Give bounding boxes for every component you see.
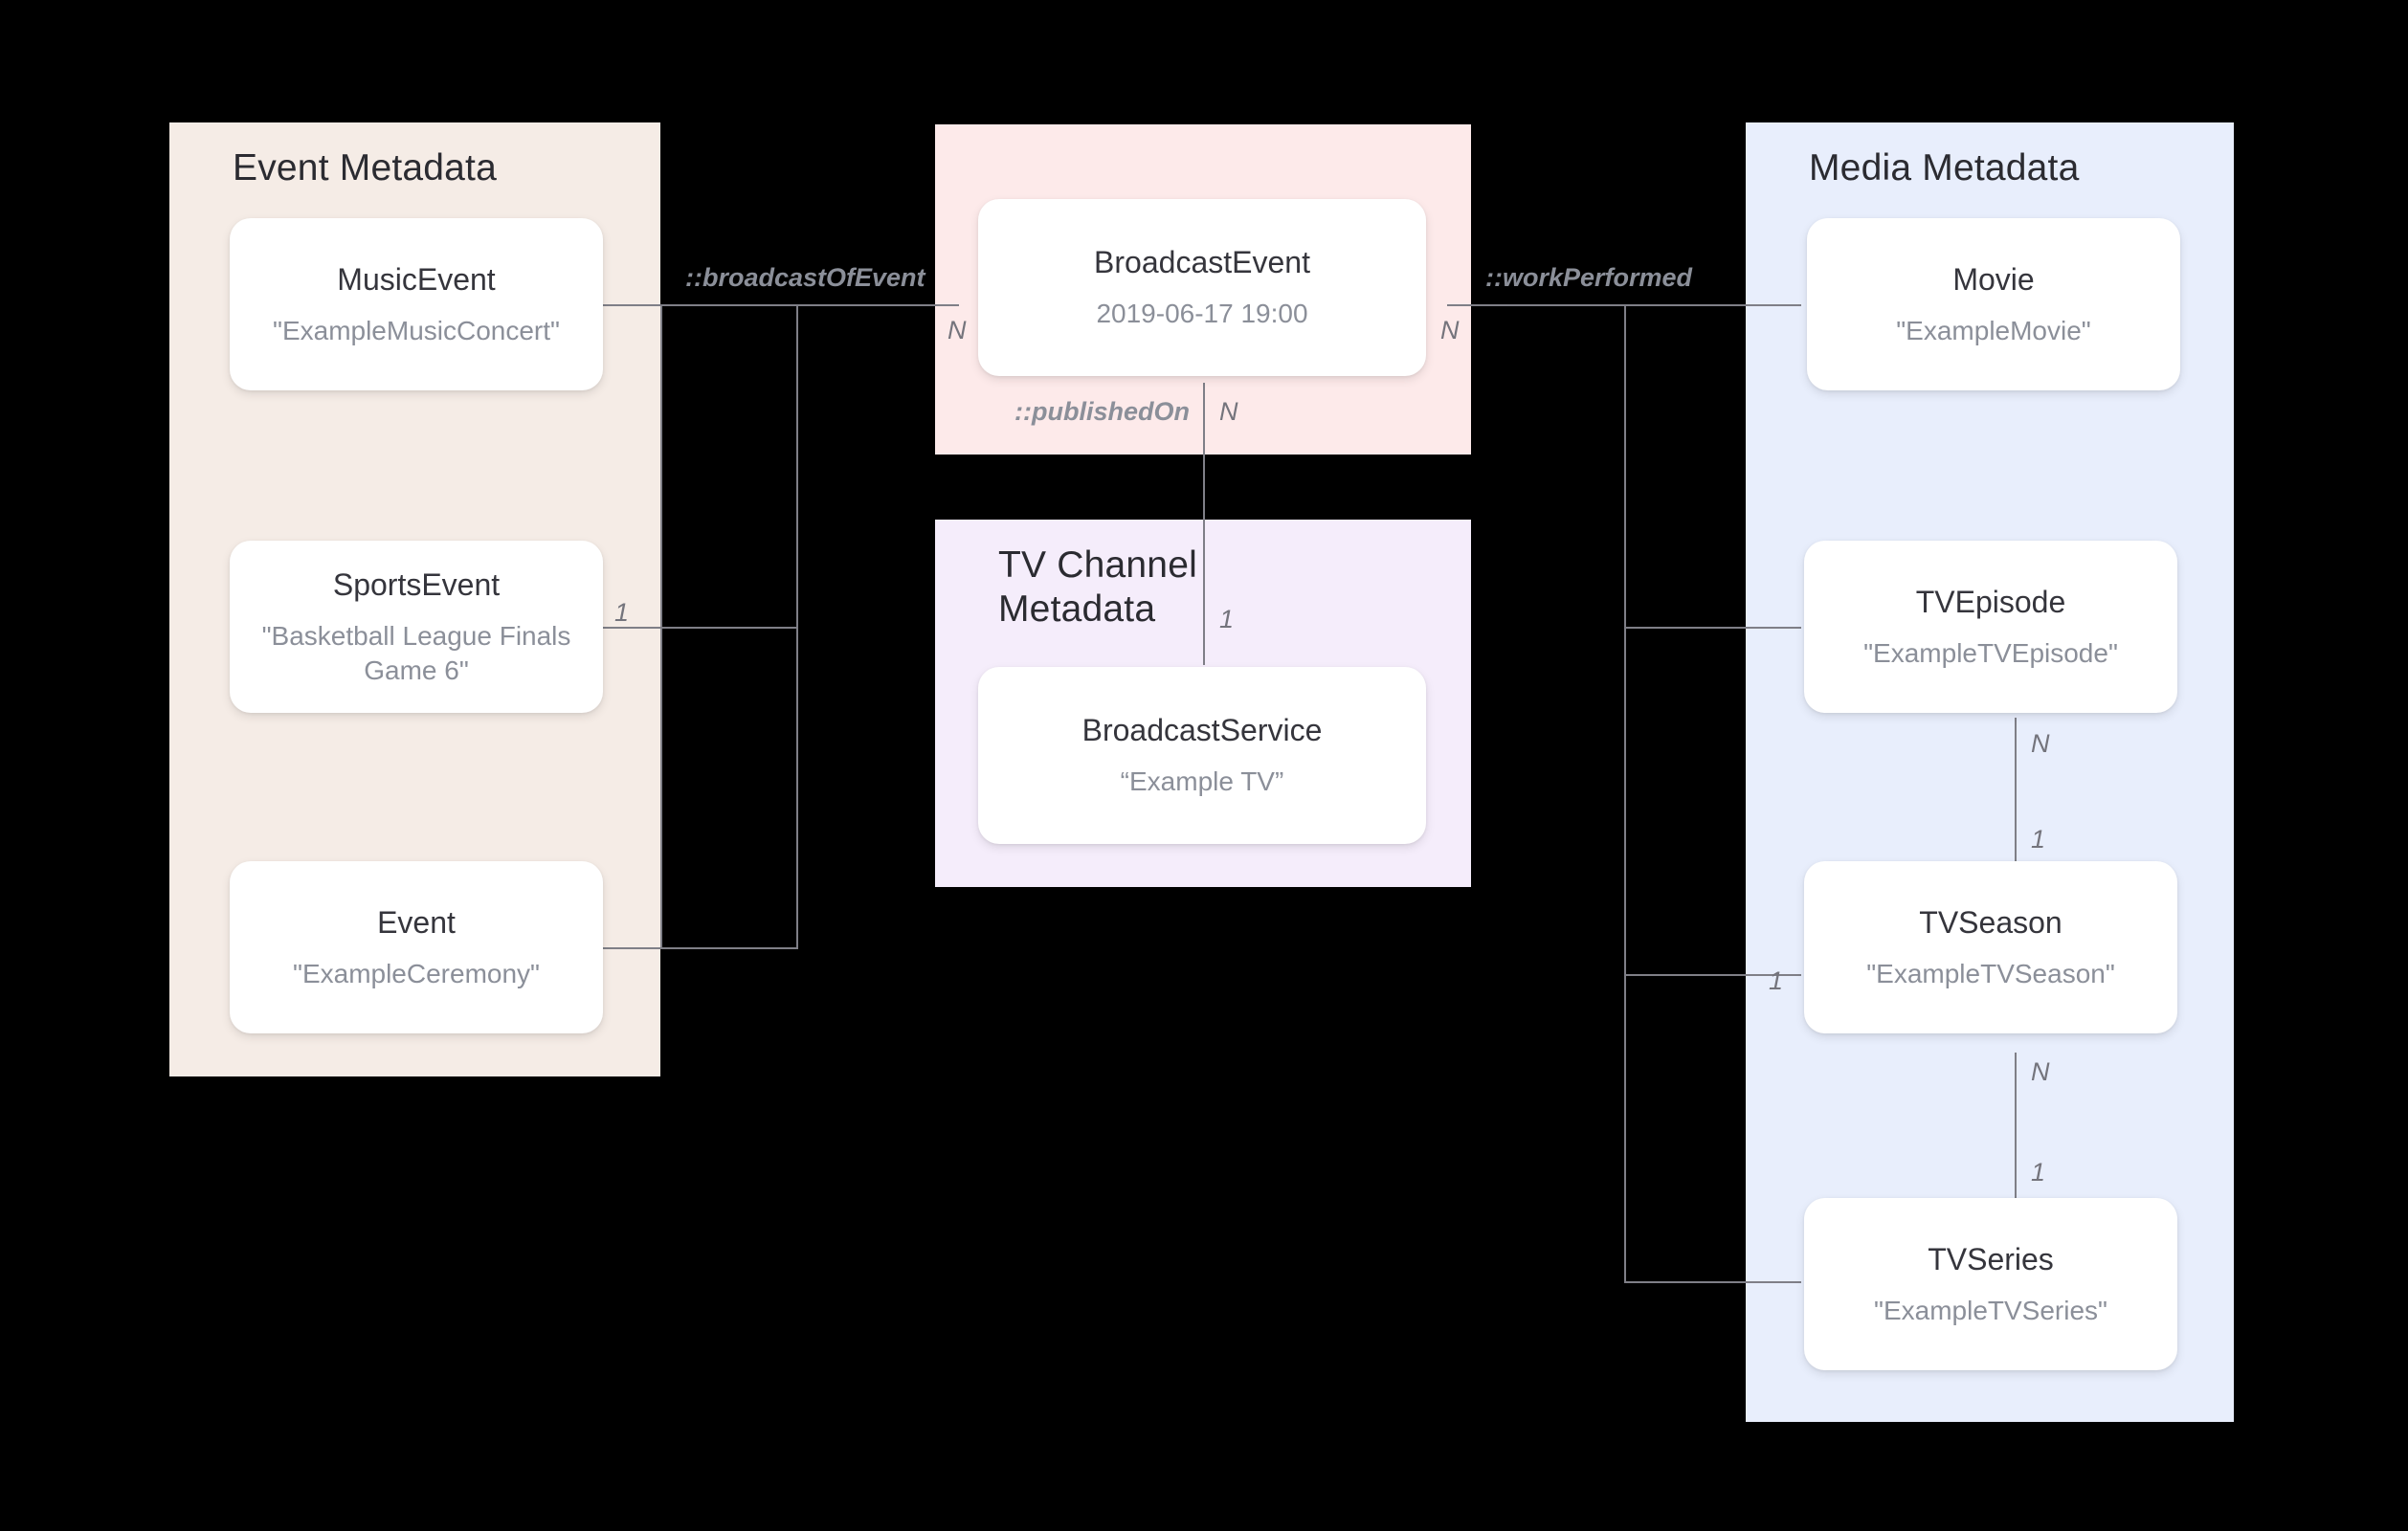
cardinality-broadcast-event-right-n: N [1440,316,1460,344]
edge-left-inner-vertical-lower [660,629,662,948]
node-tv-episode-type: TVEpisode [1915,584,2066,619]
edge-event-to-bus [595,947,798,949]
node-tv-season-type: TVSeason [1919,904,2062,940]
cardinality-published-on-n: N [1219,397,1238,426]
node-movie[interactable]: Movie "ExampleMovie" [1807,218,2180,390]
relation-label-work-performed: ::workPerformed [1485,263,1693,292]
edge-left-vertical-bus [796,304,798,949]
node-tv-series-value: "ExampleTVSeries" [1874,1295,2107,1325]
node-event-type: Event [377,904,456,940]
edge-music-event-to-bus [595,304,798,306]
edge-right-vertical-bus [1624,304,1626,1282]
edge-tv-season-to-tv-series [2015,1053,2017,1244]
panel-title-event-metadata: Event Metadata [233,147,497,189]
node-tv-series[interactable]: TVSeries "ExampleTVSeries" [1804,1198,2177,1370]
node-music-event[interactable]: MusicEvent "ExampleMusicConcert" [230,218,603,390]
edge-bus-to-tv-season [1624,974,1801,976]
edge-bus-to-tv-episode [1624,627,1801,629]
node-event-value: "ExampleCeremony" [293,958,540,988]
edge-tv-episode-to-tv-season [2015,718,2017,904]
relation-label-published-on: ::publishedOn [1014,397,1190,426]
relation-label-broadcast-of-event: ::broadcastOfEvent [685,263,925,292]
cardinality-sports-event-1: 1 [614,598,630,627]
edge-sports-event-to-bus [595,627,798,629]
node-movie-value: "ExampleMovie" [1896,315,2091,345]
node-tv-series-type: TVSeries [1928,1241,2054,1276]
node-sports-event[interactable]: SportsEvent "Basketball League Finals Ga… [230,541,603,713]
cardinality-tv-season-bottom-n: N [2031,1057,2050,1086]
node-broadcast-event-type: BroadcastEvent [1094,245,1310,280]
edge-published-on-vertical [1203,383,1205,665]
node-broadcast-service[interactable]: BroadcastService “Example TV” [978,667,1426,844]
cardinality-broadcast-event-left-n: N [948,316,967,344]
node-sports-event-type: SportsEvent [332,566,501,602]
node-broadcast-event[interactable]: BroadcastEvent 2019-06-17 19:00 [978,199,1426,376]
node-sports-event-value: "Basketball League Finals Game 6" [261,620,571,685]
edge-left-inner-vertical [660,306,662,628]
panel-title-tv-channel-metadata: TV Channel Metadata [998,544,1197,631]
cardinality-tv-episode-n: N [2031,729,2050,758]
edge-bus-to-tv-series [1624,1281,1801,1283]
node-event[interactable]: Event "ExampleCeremony" [230,861,603,1033]
edge-bus-to-broadcast-event [796,304,959,306]
node-movie-type: Movie [1952,261,2035,297]
node-broadcast-event-value: 2019-06-17 19:00 [1096,299,1308,329]
node-broadcast-service-value: “Example TV” [1120,766,1284,797]
node-music-event-type: MusicEvent [337,261,496,297]
node-tv-episode[interactable]: TVEpisode "ExampleTVEpisode" [1804,541,2177,713]
node-tv-episode-value: "ExampleTVEpisode" [1863,637,2118,668]
cardinality-tv-season-top-1: 1 [2031,825,2046,854]
node-tv-season-value: "ExampleTVSeason" [1866,958,2115,988]
panel-title-media-metadata: Media Metadata [1809,147,2080,189]
node-tv-season[interactable]: TVSeason "ExampleTVSeason" [1804,861,2177,1033]
cardinality-broadcast-service-1: 1 [1219,605,1235,633]
node-broadcast-service-type: BroadcastService [1081,713,1323,748]
cardinality-tv-season-left-1: 1 [1769,966,1784,995]
cardinality-tv-series-1: 1 [2031,1158,2046,1187]
node-music-event-value: "ExampleMusicConcert" [273,315,560,345]
